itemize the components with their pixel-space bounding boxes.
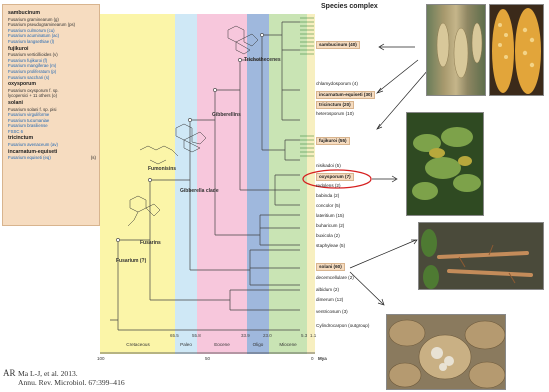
chemical-structures <box>128 26 258 226</box>
clade-label: babinda (2) <box>316 193 339 199</box>
clade-label: staphyleae (5) <box>316 243 345 249</box>
clade-label: heterosporum (10) <box>316 111 354 117</box>
figure-title: Species complex <box>321 3 378 10</box>
clade-label: concolor (5) <box>316 203 340 209</box>
node-label: Gibberellins <box>212 112 241 118</box>
annual-reviews-logo: AR <box>3 369 16 377</box>
photo-potato-dry-rot <box>386 314 506 390</box>
clade-label: solani (60) <box>316 263 345 271</box>
clade-label: ventricosum (3) <box>316 309 348 315</box>
citation: Ma L-J, et al. 2013. Annu. Rev. Microbio… <box>18 369 125 387</box>
citation-line: Ma L-J, et al. 2013. <box>18 369 125 378</box>
clade-label: Cylindrocarpon (outgroup) <box>316 323 369 329</box>
node-label: Trichothecenes <box>244 57 281 63</box>
clade-label: buharicum (2) <box>316 223 344 229</box>
node-label: Gibberella clade <box>180 188 219 194</box>
clade-label: incarnatum-equiseti (30) <box>316 91 375 99</box>
clade-label: fujikuroi (55) <box>316 137 350 145</box>
photo-root-rot <box>418 222 544 290</box>
clade-label: nisikadoi (5) <box>316 163 341 169</box>
clade-label: redolens (2) <box>316 183 341 189</box>
tree-tips <box>300 18 314 156</box>
clade-label: dimerum (12) <box>316 297 343 303</box>
clade-label: decemcellulare (2) <box>316 275 354 281</box>
clade-label: tricinctum (20) <box>316 101 354 109</box>
clade-label: albidum (2) <box>316 287 339 293</box>
clade-label: buxicola (2) <box>316 233 340 239</box>
clade-label: sambucinum (40) <box>316 41 360 49</box>
photo-tomato-wilt <box>406 112 484 216</box>
clade-label: oxysporum (7) <box>316 173 354 181</box>
node-label: Fusarins <box>140 240 161 246</box>
clade-label: lateritium (15) <box>316 213 344 219</box>
photo-wheat-head-blight <box>426 4 486 96</box>
clade-label: chlamydosporum (4) <box>316 81 358 87</box>
photo-maize-ear-rot <box>489 4 544 96</box>
node-label: Fumonisins <box>148 166 176 172</box>
citation-line: Annu. Rev. Microbiol. 67:399–416 <box>18 378 125 387</box>
node-label: Fusarium (?) <box>116 258 146 264</box>
